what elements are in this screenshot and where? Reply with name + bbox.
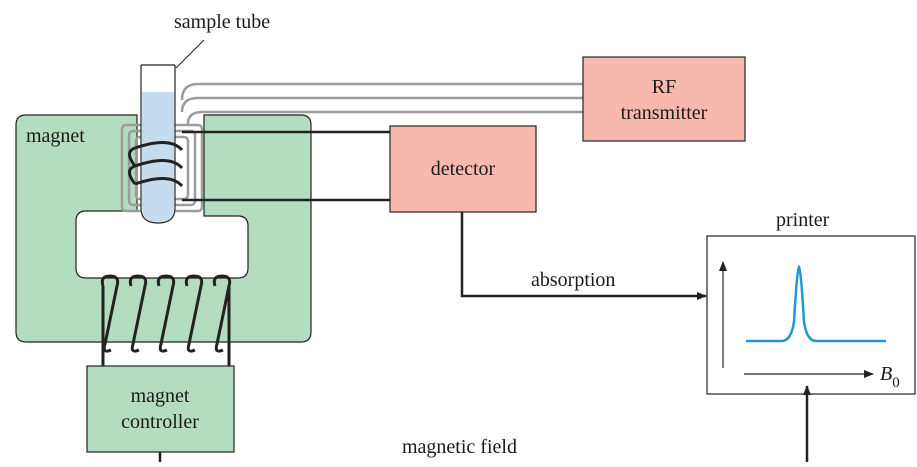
magnet-body — [15, 114, 312, 343]
rf-wires — [180, 82, 583, 125]
magnet-windings — [100, 274, 232, 368]
b0-axis-label: B0 — [880, 363, 900, 391]
detector-label: detector — [431, 158, 496, 180]
magnet-controller-label-line1: magnet — [131, 385, 190, 407]
sample-tube — [140, 64, 176, 224]
rf-transmitter-label-line1: RF — [652, 76, 676, 98]
absorption-arrow — [460, 212, 707, 300]
magnetic-field-label: magnetic field — [402, 436, 517, 458]
printer-label: printer — [776, 209, 830, 231]
magnet-controller-label-line2: controller — [121, 411, 199, 433]
magnet-label: magnet — [26, 125, 85, 147]
printer-box — [706, 235, 916, 395]
sample-tube-label: sample tube — [174, 11, 270, 33]
rf-transmitter-box — [582, 56, 746, 142]
absorption-spectrum-trace — [746, 264, 886, 343]
magnet-controller-box — [86, 365, 235, 453]
rf-transmitter-label-line2: transmitter — [621, 102, 708, 124]
detector-wires — [182, 130, 390, 202]
sample-tube-pointer — [175, 39, 205, 69]
rf-coil — [128, 141, 184, 188]
detector-box — [389, 125, 537, 213]
absorption-label: absorption — [531, 269, 615, 291]
sample-liquid — [142, 92, 174, 222]
